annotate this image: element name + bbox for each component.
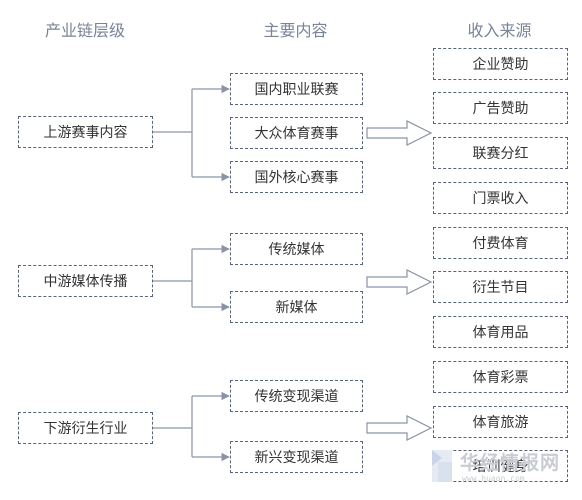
flow-arrow <box>366 415 433 441</box>
level-box-midstream: 中游媒体传播 <box>18 265 153 297</box>
content-box: 新兴变现渠道 <box>230 441 363 473</box>
revenue-box: 广告赞助 <box>433 92 568 124</box>
revenue-box: 衍生节目 <box>433 271 568 303</box>
revenue-box: 企业赞助 <box>433 48 568 80</box>
content-column-header: 主要内容 <box>263 21 328 40</box>
revenue-box: 门票收入 <box>433 182 568 214</box>
level-box-upstream: 上游赛事内容 <box>18 116 153 148</box>
revenue-box: 体育彩票 <box>433 361 568 393</box>
content-box: 传统变现渠道 <box>230 380 363 412</box>
flow-arrow <box>366 120 433 146</box>
revenue-box: 联赛分红 <box>433 137 568 169</box>
level-box-downstream: 下游衍生行业 <box>18 412 153 444</box>
revenue-column-header: 收入来源 <box>467 21 532 40</box>
content-box: 传统媒体 <box>230 233 363 265</box>
level-column-header: 产业链层级 <box>44 21 125 40</box>
revenue-box: 培训健身 <box>433 450 568 482</box>
revenue-box: 体育用品 <box>433 316 568 348</box>
content-box: 大众体育赛事 <box>230 117 363 149</box>
content-box: 国内职业联赛 <box>230 73 363 105</box>
content-box: 新媒体 <box>230 291 363 323</box>
revenue-box: 付费体育 <box>433 227 568 259</box>
revenue-box: 体育旅游 <box>433 406 568 438</box>
flow-arrow <box>366 269 433 295</box>
content-box: 国外核心赛事 <box>230 161 363 193</box>
